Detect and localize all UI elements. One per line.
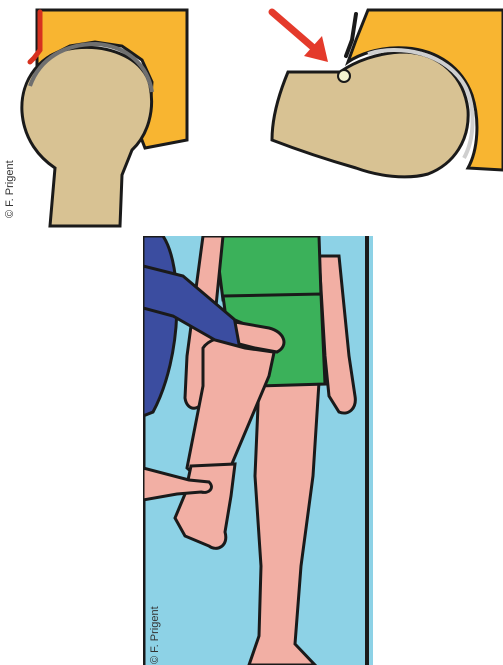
red-arrow-icon [272, 12, 328, 62]
femoral-head-and-neck [22, 47, 152, 226]
patient-trunk [215, 236, 321, 300]
clinical-exam-illustration [143, 236, 373, 665]
impingement-point [338, 70, 350, 82]
labrum [30, 12, 40, 62]
copyright-credit: © F. Prigent [4, 160, 16, 218]
copyright-credit: © F. Prigent [149, 606, 161, 664]
hip-joint-flexed-diagram [258, 0, 503, 190]
hip-joint-neutral-diagram [0, 0, 215, 235]
femoral-head-and-neck [272, 52, 468, 177]
